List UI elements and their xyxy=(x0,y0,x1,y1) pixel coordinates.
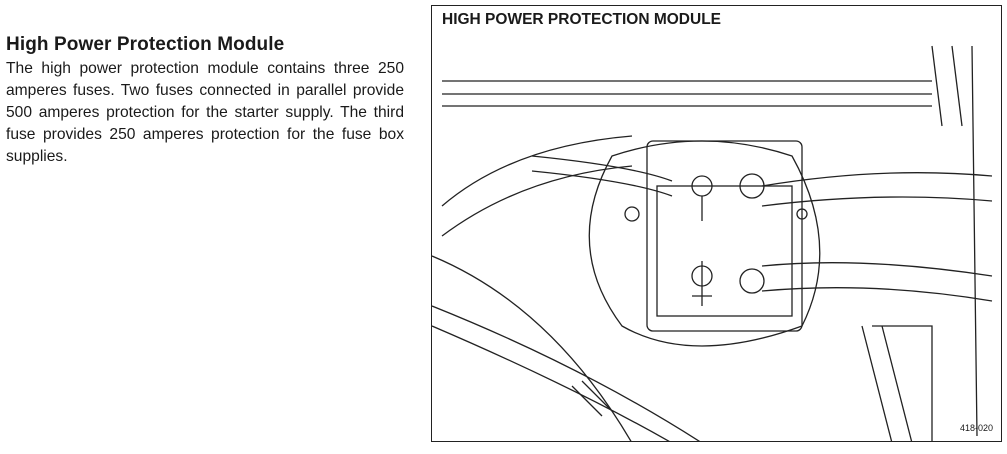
module-line-drawing xyxy=(432,45,993,441)
section-heading: High Power Protection Module xyxy=(6,34,285,55)
figure-title: HIGH POWER PROTECTION MODULE xyxy=(442,11,721,28)
figure-illustration: HIGH POWER PROTECTION MODULE 418-020 xyxy=(431,5,1002,442)
section-body: The high power protection module contain… xyxy=(6,60,404,165)
figure-reference-number: 418-020 xyxy=(959,423,993,433)
